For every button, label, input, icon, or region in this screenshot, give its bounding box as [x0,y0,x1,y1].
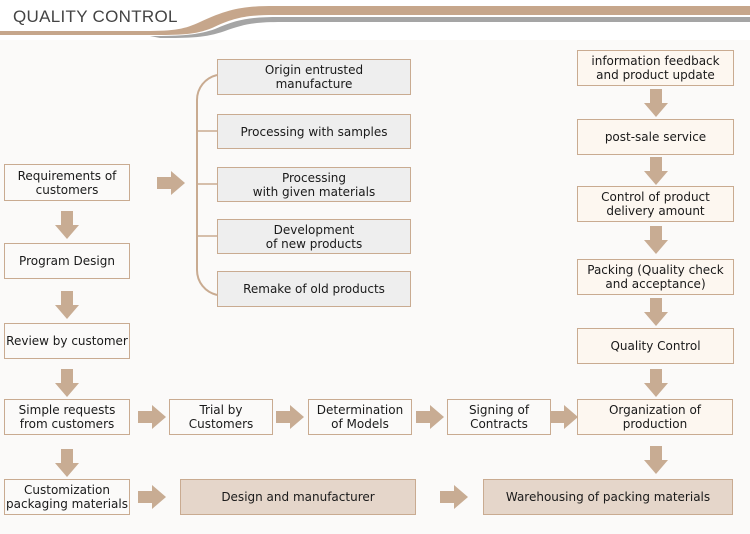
arrow-right-icon [138,405,166,429]
simple-requests-box: Simple requests from customers [4,399,130,435]
arrow-down-icon [644,298,668,326]
page-header: QUALITY CONTROL [0,0,750,40]
information-feedback-box: information feedback and product update [577,50,734,86]
arrow-right-icon [276,405,304,429]
arrow-down-icon [644,369,668,397]
packing-box: Packing (Quality check and acceptance) [577,259,734,295]
requirements-of-customers-box: Requirements of customers [4,164,130,201]
determination-of-models-box: Determination of Models [308,399,412,435]
arrow-down-icon [55,211,79,239]
header-swoosh-decoration [0,6,750,38]
arrow-down-icon [55,449,79,477]
customization-packaging-box: Customization packaging materials [4,479,130,515]
arrow-down-icon [644,89,668,117]
option-processing-samples-box: Processing with samples [217,114,411,149]
delivery-control-box: Control of product delivery amount [577,186,734,222]
arrow-right-icon [416,405,444,429]
review-by-customer-box: Review by customer [4,323,130,359]
arrow-right-icon [550,405,578,429]
option-remake-box: Remake of old products [217,271,411,307]
design-and-manufacturer-box: Design and manufacturer [180,479,416,515]
arrow-down-icon [644,226,668,254]
organization-of-production-box: Organization of production [577,399,733,435]
option-given-materials-box: Processing with given materials [217,167,411,202]
arrow-right-icon [138,485,166,509]
arrow-right-icon [440,485,468,509]
arrow-down-icon [55,369,79,397]
option-new-products-box: Development of new products [217,219,411,254]
post-sale-service-box: post-sale service [577,119,734,155]
quality-control-box: Quality Control [577,328,734,364]
trial-by-customers-box: Trial by Customers [169,399,273,435]
signing-of-contracts-box: Signing of Contracts [447,399,551,435]
arrow-right-icon [157,171,185,195]
warehousing-box: Warehousing of packing materials [483,479,733,515]
arrow-down-icon [644,157,668,185]
arrow-down-icon [644,446,668,474]
program-design-box: Program Design [4,243,130,279]
page-title: QUALITY CONTROL [13,7,178,26]
arrow-down-icon [55,291,79,319]
option-origin-entrusted-box: Origin entrusted manufacture [217,59,411,95]
